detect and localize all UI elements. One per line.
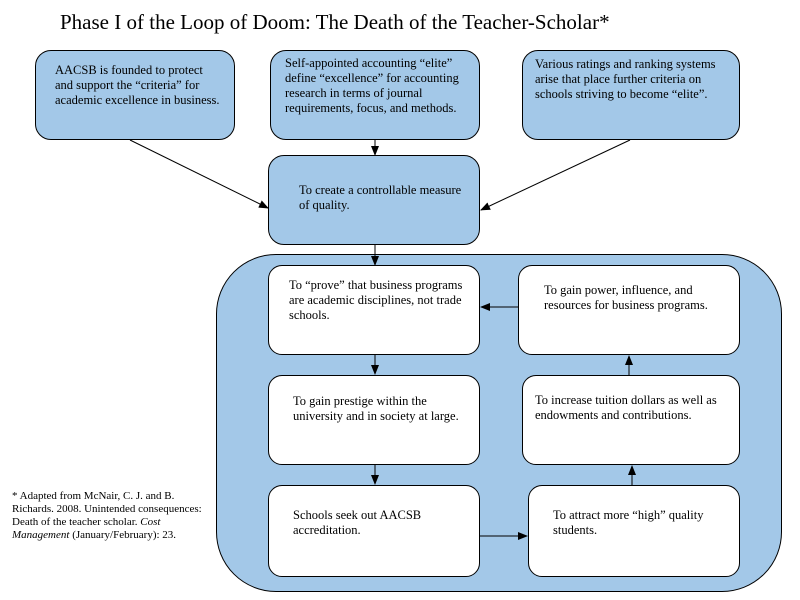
page-title: Phase I of the Loop of Doom: The Death o…	[60, 10, 610, 34]
node-prove-disciplines: To “prove” that business programs are ac…	[268, 265, 480, 355]
node-elite-define: Self-appointed accounting “elite” define…	[270, 50, 480, 140]
footnote-journal: Cost Management	[12, 516, 161, 541]
node-ratings-systems-text: Various ratings and ranking systems aris…	[535, 57, 716, 101]
footnote-issue: (January/February): 23.	[72, 529, 177, 541]
node-elite-define-text: Self-appointed accounting “elite” define…	[285, 56, 459, 115]
node-increase-tuition-text: To increase tuition dollars as well as e…	[535, 393, 717, 422]
node-controllable-measure-text: To create a controllable measure of qual…	[299, 183, 462, 212]
node-aacsb-founded-text: AACSB is founded to protect and support …	[55, 63, 220, 107]
node-gain-prestige: To gain prestige within the university a…	[268, 375, 480, 465]
node-aacsb-founded: AACSB is founded to protect and support …	[35, 50, 235, 140]
node-gain-power: To gain power, influence, and resources …	[518, 265, 740, 355]
footnote: * Adapted from McNair, C. J. and B. Rich…	[12, 490, 212, 542]
node-seek-accreditation-text: Schools seek out AACSB accreditation.	[293, 508, 422, 537]
node-ratings-systems: Various ratings and ranking systems aris…	[522, 50, 740, 140]
node-attract-students: To attract more “high” quality students.	[528, 485, 740, 577]
node-prove-disciplines-text: To “prove” that business programs are ac…	[289, 278, 463, 322]
node-attract-students-text: To attract more “high” quality students.	[553, 508, 704, 537]
arrow-aacsb-to-measure	[129, 139, 269, 209]
node-seek-accreditation: Schools seek out AACSB accreditation.	[268, 485, 480, 577]
node-gain-prestige-text: To gain prestige within the university a…	[293, 394, 459, 423]
arrow-ratings-to-measure	[480, 139, 631, 211]
node-increase-tuition: To increase tuition dollars as well as e…	[522, 375, 740, 465]
node-controllable-measure: To create a controllable measure of qual…	[268, 155, 480, 245]
footnote-text: * Adapted from McNair, C. J. and B. Rich…	[12, 490, 202, 528]
node-gain-power-text: To gain power, influence, and resources …	[544, 283, 708, 312]
